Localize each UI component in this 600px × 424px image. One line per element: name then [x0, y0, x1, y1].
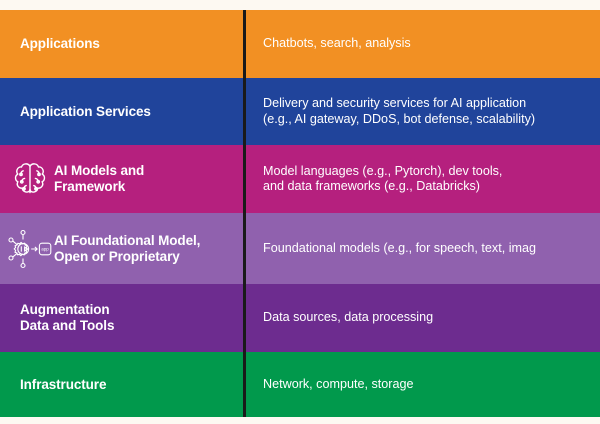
- brain-icon: [6, 160, 54, 198]
- layer-infrastructure-title: Infrastructure: [20, 376, 107, 392]
- layer-ai-foundational-title: AI Foundational Model, Open or Proprieta…: [54, 232, 201, 264]
- layer-augmentation-title: Augmentation Data and Tools: [20, 302, 115, 333]
- layer-ai-models-right: Model languages (e.g., Pytorch), dev too…: [246, 145, 600, 213]
- layer-application-services-left: Application Services: [0, 78, 243, 145]
- layer-infrastructure-right: Network, compute, storage: [246, 352, 600, 417]
- layer-ai-models-description: Model languages (e.g., Pytorch), dev too…: [263, 163, 503, 193]
- layer-ai-foundational-left: app AI Foundational Model, Open or Propr…: [0, 213, 243, 284]
- layer-applications[interactable]: Applications Chatbots, search, analysis: [0, 10, 600, 78]
- ai-stack-diagram: Applications Chatbots, search, analysis …: [0, 10, 600, 417]
- column-divider: [243, 78, 246, 145]
- layer-augmentation-data-and-tools[interactable]: Augmentation Data and Tools Data sources…: [0, 284, 600, 352]
- svg-text:app: app: [41, 246, 49, 251]
- layer-augmentation-description: Data sources, data processing: [263, 310, 434, 325]
- layer-ai-models-left: AI Models and Framework: [0, 145, 243, 213]
- column-divider: [243, 213, 246, 284]
- layer-infrastructure-description: Network, compute, storage: [263, 376, 414, 391]
- layer-ai-models-and-framework[interactable]: AI Models and Framework Model languages …: [0, 145, 600, 213]
- layer-application-services-description: Delivery and security services for AI ap…: [263, 96, 536, 126]
- layer-ai-foundational-description: Foundational models (e.g., for speech, t…: [263, 240, 537, 255]
- layer-infrastructure-left: Infrastructure: [0, 352, 243, 417]
- layer-augmentation-right: Data sources, data processing: [246, 284, 600, 352]
- layer-applications-title: Applications: [20, 36, 100, 52]
- column-divider: [243, 284, 246, 352]
- layer-infrastructure[interactable]: Infrastructure Network, compute, storage: [0, 352, 600, 417]
- layer-applications-description: Chatbots, search, analysis: [263, 36, 411, 51]
- layer-application-services-right: Delivery and security services for AI ap…: [246, 78, 600, 145]
- layer-ai-foundational-model[interactable]: app AI Foundational Model, Open or Propr…: [0, 213, 600, 284]
- gear-to-app-icon: app: [6, 227, 54, 271]
- column-divider: [243, 145, 246, 213]
- column-divider: [243, 352, 246, 417]
- layer-applications-left: Applications: [0, 10, 243, 78]
- layer-augmentation-left: Augmentation Data and Tools: [0, 284, 243, 352]
- layer-ai-foundational-right: Foundational models (e.g., for speech, t…: [246, 213, 600, 284]
- layer-ai-models-title: AI Models and Framework: [54, 163, 145, 194]
- layer-application-services-title: Application Services: [20, 103, 151, 119]
- layer-applications-right: Chatbots, search, analysis: [246, 10, 600, 78]
- column-divider: [243, 10, 246, 78]
- layer-application-services[interactable]: Application Services Delivery and securi…: [0, 78, 600, 145]
